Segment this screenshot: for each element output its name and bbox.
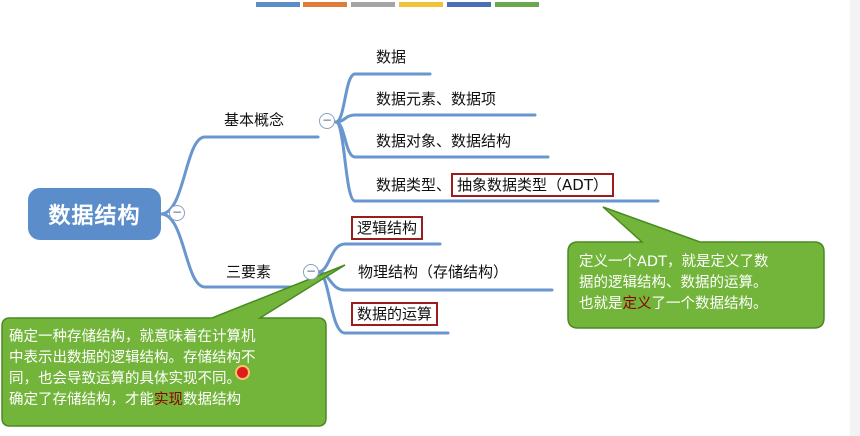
collapse-root-icon[interactable]: − — [169, 205, 185, 221]
node-data-type[interactable]: 数据类型、抽象数据类型（ADT） — [376, 173, 614, 197]
color-swatch-5 — [447, 2, 491, 7]
callout-storage-line4: 确定了存储结构，才能实现数据结构 — [9, 390, 256, 411]
node-physical-structure[interactable]: 物理结构（存储结构） — [358, 263, 509, 281]
callout-adt-shape — [567, 206, 825, 329]
callout-storage-line2: 中表示出数据的逻辑结构。存储结构不 — [9, 350, 256, 366]
pointer-dot-icon — [235, 365, 250, 380]
callout-adt-line3-post: 了一个数据结构。 — [651, 296, 768, 312]
node-data-element[interactable]: 数据元素、数据项 — [376, 90, 497, 108]
branch-three-elements[interactable]: 三要素 — [226, 263, 272, 281]
branch-basic-concepts[interactable]: 基本概念 — [224, 111, 285, 129]
color-swatch-6 — [495, 2, 539, 7]
callout-storage-line3: 同，也会导致运算的具体实现不同。 — [9, 371, 241, 387]
callout-adt-line2: 据的逻辑结构、数据的运算。 — [579, 275, 768, 291]
color-swatch-2 — [303, 2, 347, 7]
callout-storage-line4-red: 实现 — [154, 392, 183, 408]
node-logical-highlight: 逻辑结构 — [351, 216, 424, 240]
callout-storage-line4-post: 数据结构 — [183, 392, 241, 408]
callout-storage-shape — [1, 264, 346, 427]
node-operations[interactable]: 数据的运算 — [351, 302, 439, 326]
callout-adt-text: 定义一个ADT，就是定义了数 据的逻辑结构、数据的运算。 也就是定义了一个数据结… — [579, 252, 768, 315]
node-adt-highlight: 抽象数据类型（ADT） — [451, 173, 614, 197]
callout-storage-line1: 确定一种存储结构，就意味着在计算机 — [9, 329, 256, 345]
callout-adt-line3: 也就是定义了一个数据结构。 — [579, 294, 768, 315]
node-data-object[interactable]: 数据对象、数据结构 — [376, 132, 512, 150]
color-swatch-3 — [351, 2, 395, 7]
callout-adt-line1: 定义一个ADT，就是定义了数 — [579, 254, 769, 270]
edge-basic-c4 — [334, 120, 357, 203]
node-logical-structure[interactable]: 逻辑结构 — [351, 216, 424, 240]
root-node[interactable]: 数据结构 — [28, 188, 161, 240]
callout-adt-line3-pre: 也就是 — [579, 296, 623, 312]
color-swatch-4 — [399, 2, 443, 7]
edge-root-basic — [159, 135, 207, 216]
node-data-type-label: 数据类型、 — [376, 176, 452, 194]
color-swatch-1 — [256, 2, 300, 7]
node-operations-highlight: 数据的运算 — [351, 302, 439, 326]
right-edge-strip — [850, 0, 860, 436]
collapse-three-icon[interactable]: − — [303, 264, 319, 280]
callout-adt-line3-red: 定义 — [622, 296, 652, 312]
callout-storage-line4-pre: 确定了存储结构，才能 — [9, 392, 154, 408]
node-data[interactable]: 数据 — [376, 48, 407, 66]
collapse-basic-icon[interactable]: − — [319, 113, 335, 129]
edge-root-three — [159, 212, 207, 289]
callout-storage-text: 确定一种存储结构，就意味着在计算机 中表示出数据的逻辑结构。存储结构不 同，也会… — [9, 327, 256, 411]
